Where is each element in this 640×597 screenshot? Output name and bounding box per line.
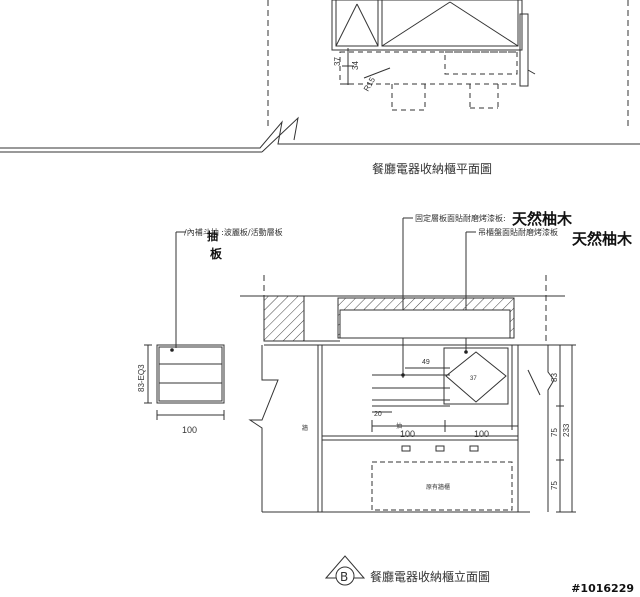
detail-dim-width: 100: [182, 425, 197, 435]
handwritten-note-1: 天然柚木: [512, 210, 573, 228]
label-drawer: 原有牆櫃: [426, 483, 450, 491]
label-shelf-small: 抽: [396, 422, 402, 430]
note-left-hand-2: 板: [210, 246, 223, 261]
dim-h75b: 75: [550, 481, 559, 490]
dim-49: 49: [422, 359, 430, 366]
id-stamp: #1016229: [571, 582, 634, 595]
drawer-detail: [144, 344, 225, 420]
note-left-hand-1: 抽: [207, 229, 218, 243]
elevation-title: 餐廳電器收納櫃立面圖: [370, 569, 490, 584]
note-right-2: 吊櫃盤面貼耐磨烤漆板: [478, 227, 558, 237]
dim-width-1: 100: [400, 429, 415, 439]
section-marker-letter: B: [340, 570, 348, 584]
note-left: /內補斗抽 :波麗板/活動層板: [184, 227, 283, 237]
plan-title: 餐廳電器收納櫃平面圖: [372, 161, 492, 176]
dim-h83: 83: [550, 373, 559, 382]
plan-dim-34: 34: [351, 61, 360, 70]
dim-width-2: 100: [474, 429, 489, 439]
section-marker: [324, 555, 366, 586]
elevation-view: [240, 275, 576, 513]
dim-20: 20: [374, 411, 382, 418]
plan-dim-37: 37: [333, 57, 342, 66]
dim-h233: 233: [562, 423, 571, 437]
detail-dim-side: 83-EQ3: [137, 364, 146, 392]
dim-h75a: 75: [550, 428, 559, 437]
dim-37: 37: [470, 376, 477, 382]
label-door: 牆: [302, 424, 308, 432]
plan-view: [0, 0, 640, 153]
handwritten-note-2: 天然柚木: [572, 230, 633, 248]
note-right-1: 固定層板面貼耐磨烤漆板:: [415, 213, 506, 223]
